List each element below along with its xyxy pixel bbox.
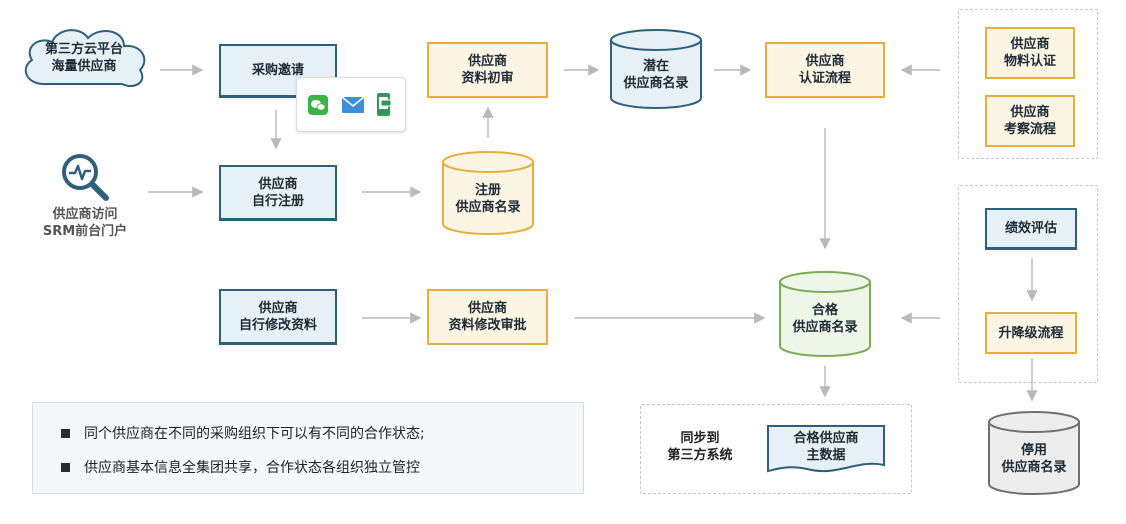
potential-list-label: 潜在 供应商名录 [623,59,689,91]
performance-eval-box[interactable]: 绩效评估 [985,208,1077,250]
qualified-list-cylinder-icon [779,271,871,357]
potential-supplier-list[interactable]: 潜在 供应商名录 [609,28,703,110]
email-icon [341,96,365,113]
qualified-supplier-list[interactable]: 合格 供应商名录 [778,270,872,358]
notes-panel: 同个供应商在不同的采购组织下可以有不同的合作状态; 供应商基本信息全集团共享，合… [32,402,584,494]
note-text-1: 同个供应商在不同的采购组织下可以有不同的合作状态; [84,426,425,442]
portal-magnifier-icon [58,150,112,204]
disabled-supplier-list[interactable]: 停用 供应商名录 [987,410,1081,496]
note-text-2: 供应商基本信息全集团共享，合作状态各组织独立管控 [84,460,420,476]
invite-channels-card [296,77,406,132]
certification-flow-box[interactable]: 供应商 认证流程 [765,42,885,98]
self-modify-box[interactable]: 供应商 自行修改资料 [219,289,337,345]
material-cert-box[interactable]: 供应商 物料认证 [985,27,1075,79]
potential-list-cylinder-icon [610,29,702,109]
mobile-message-icon [377,93,392,116]
third-party-cloud: 第三方云平台 海量供应商 [14,22,154,96]
initial-review-box[interactable]: 供应商 资料初审 [427,42,548,98]
registered-list-label: 注册 供应商名录 [455,183,521,215]
master-data-document[interactable]: 合格供应商 主数据 [767,425,885,475]
cloud-icon [24,29,146,88]
registered-list-cylinder-icon [442,151,534,235]
level-flow-box[interactable]: 升降级流程 [985,312,1077,354]
bullet-icon [61,428,70,438]
portal-label: 供应商访问 SRM前台门户 [42,207,128,239]
document-shape-icon [767,425,885,473]
note-line-2: 供应商基本信息全集团共享，合作状态各组织独立管控 [61,457,581,477]
qualified-list-label: 合格 供应商名录 [792,303,858,335]
certification-sub-panel [958,9,1098,159]
note-line-1: 同个供应商在不同的采购组织下可以有不同的合作状态; [61,423,581,443]
disabled-list-label: 停用 供应商名录 [1001,443,1067,475]
performance-sub-panel [958,185,1098,383]
master-data-label: 合格供应商 主数据 [793,431,859,463]
disabled-list-cylinder-icon [988,411,1080,495]
sync-panel [640,404,912,494]
inspection-flow-box[interactable]: 供应商 考察流程 [985,95,1075,147]
wechat-icon [308,95,328,115]
registered-supplier-list[interactable]: 注册 供应商名录 [441,150,535,236]
cloud-label: 第三方云平台 海量供应商 [44,42,123,74]
modify-approval-box[interactable]: 供应商 资料修改审批 [427,289,548,345]
bullet-icon [61,462,70,472]
sync-label: 同步到 第三方系统 [667,431,733,463]
self-register-box[interactable]: 供应商 自行注册 [219,165,337,221]
